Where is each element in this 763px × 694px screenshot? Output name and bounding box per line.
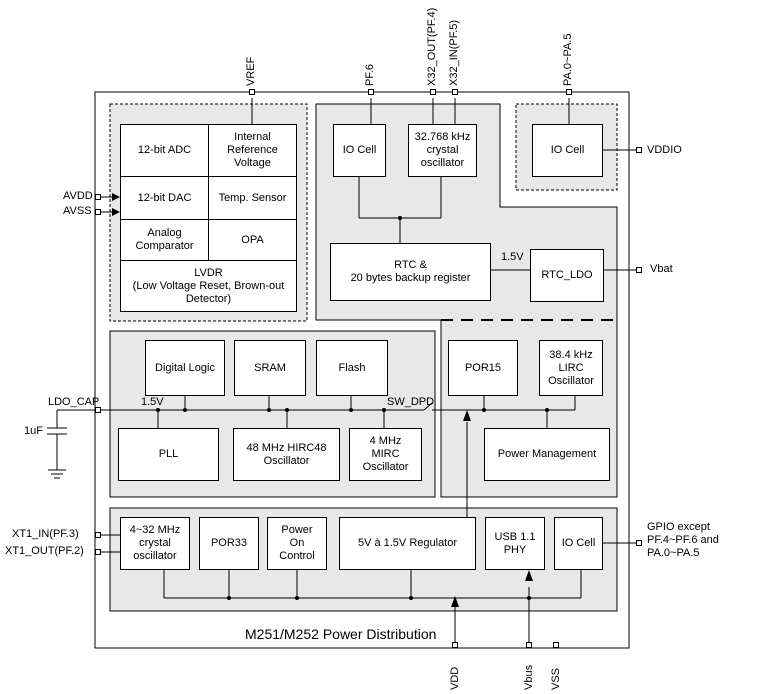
mirc-block: 4 MHz MIRC Oscillator (349, 428, 422, 481)
adc-block: 12-bit ADC (120, 124, 209, 177)
vss-label: VSS (550, 667, 562, 690)
avss-label: AVSS (63, 205, 92, 217)
flash-block: Flash (316, 340, 388, 396)
osc32-block: 32.768 kHz crystal oscillator (408, 124, 477, 177)
power-on-control-label: Power On Control (279, 524, 315, 562)
pa-pin (566, 89, 572, 95)
xt1out-pin (95, 549, 101, 555)
adc-label: 12-bit ADC (137, 144, 192, 156)
power-management-block: Power Management (484, 428, 610, 481)
digital-logic-label: Digital Logic (155, 361, 215, 374)
gpio-pin (636, 540, 642, 546)
hirc48-label: 48 MHz HIRC48 Oscillator (246, 441, 327, 467)
gpio-io-cell-label: IO Cell (561, 537, 596, 549)
lvdr-block: LVDR (Low Voltage Reset, Brown-out Detec… (120, 260, 297, 312)
por15-block: POR15 (448, 340, 518, 396)
vdd-pin (452, 642, 458, 648)
mirc-label: 4 MHz MIRC Oscillator (362, 435, 409, 473)
regulator-block: 5V à 1.5V Regulator (339, 517, 476, 570)
lirc-label: 38.4 kHz LIRC Oscillator (548, 348, 594, 387)
x32out-pin (430, 89, 436, 95)
hxt-block: 4~32 MHz crystal oscillator (120, 517, 190, 570)
rtc-ldo-block: RTC_LDO (530, 249, 604, 302)
gpio-label: GPIO except PF.4~PF.6 and PA.0~PA.5 (647, 521, 719, 559)
vdd-label: VDD (449, 666, 461, 690)
vbat-label: Vbat (650, 263, 673, 275)
rtc-io-cell-label: IO Cell (342, 144, 377, 156)
pa-label: PA.0~PA.5 (562, 33, 574, 87)
pll-block: PLL (118, 428, 219, 481)
usb-phy-label: USB 1.1 PHY (494, 530, 536, 556)
xt1out-label: XT1_OUT(PF.2) (5, 545, 84, 557)
avdd-label: AVDD (63, 190, 93, 202)
temp-sensor-label: Temp. Sensor (218, 191, 287, 204)
core-voltage-label: 1.5V (141, 396, 164, 408)
regulator-label: 5V à 1.5V Regulator (357, 537, 458, 549)
por15-label: POR15 (464, 361, 502, 374)
por33-label: POR33 (210, 537, 248, 549)
vddio-io-cell-label: IO Cell (550, 144, 585, 156)
rtc-ldo-label: RTC_LDO (541, 269, 593, 281)
flash-label: Flash (338, 361, 366, 374)
pll-label: PLL (158, 448, 179, 460)
osc32-label: 32.768 kHz crystal oscillator (414, 131, 471, 169)
vref-pin (249, 89, 255, 95)
rtc-block: RTC & 20 bytes backup register (330, 243, 491, 301)
usb-phy-block: USB 1.1 PHY (485, 517, 545, 570)
rtc-label: RTC & 20 bytes backup register (350, 259, 471, 284)
x32in-label: X32_IN(PF.5) (448, 19, 460, 86)
sram-label: SRAM (254, 361, 286, 374)
avss-pin (95, 209, 101, 215)
dac-block: 12-bit DAC (120, 176, 209, 220)
opa-label: OPA (241, 233, 264, 246)
internal-reference-label: Internal Reference Voltage (227, 131, 278, 169)
pf6-label: PF.6 (364, 63, 376, 86)
vddio-label: VDDIO (647, 144, 682, 156)
vbat-pin (636, 267, 642, 273)
xt1in-pin (95, 532, 101, 538)
rtc-voltage-label: 1.5V (501, 251, 524, 263)
vbus-pin (526, 642, 532, 648)
sram-block: SRAM (234, 340, 306, 396)
ldo-cap-pin (95, 407, 101, 413)
dac-label: 12-bit DAC (137, 191, 192, 204)
power-on-control-block: Power On Control (267, 517, 327, 570)
vss-pin (553, 642, 559, 648)
vddio-io-cell-block: IO Cell (532, 124, 603, 177)
capacitor-label: 1uF (24, 425, 43, 437)
pf6-pin (368, 89, 374, 95)
vbus-label: Vbus (523, 664, 535, 690)
vddio-pin (636, 147, 642, 153)
x32out-label: X32_OUT(PF.4) (426, 7, 438, 86)
rtc-io-cell-block: IO Cell (333, 124, 386, 177)
lirc-block: 38.4 kHz LIRC Oscillator (539, 340, 603, 396)
hxt-label: 4~32 MHz crystal oscillator (129, 524, 181, 562)
avdd-pin (95, 194, 101, 200)
digital-logic-block: Digital Logic (145, 340, 225, 396)
diagram-title: M251/M252 Power Distribution (245, 626, 437, 642)
opa-block: OPA (208, 219, 297, 261)
power-management-label: Power Management (497, 448, 597, 460)
xt1in-label: XT1_IN(PF.3) (12, 528, 79, 540)
analog-comparator-label: Analog Comparator (135, 227, 194, 252)
por33-block: POR33 (199, 517, 259, 570)
hirc48-block: 48 MHz HIRC48 Oscillator (233, 428, 340, 481)
gpio-io-cell-block: IO Cell (554, 517, 603, 570)
lvdr-label: LVDR (Low Voltage Reset, Brown-out Detec… (132, 266, 285, 305)
ldo-cap-label: LDO_CAP (48, 396, 100, 408)
internal-reference-block: Internal Reference Voltage (208, 124, 297, 177)
analog-comparator-block: Analog Comparator (120, 219, 209, 261)
sw-dpd-label: SW_DPD (387, 396, 435, 408)
vref-label: VREF (245, 56, 257, 86)
x32in-pin (452, 89, 458, 95)
temp-sensor-block: Temp. Sensor (208, 176, 297, 220)
